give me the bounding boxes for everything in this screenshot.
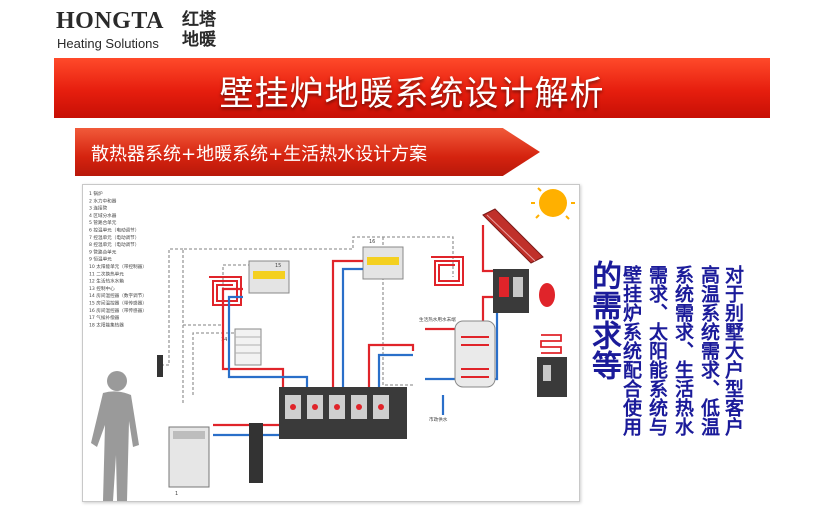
legend-item: 4 区域分水器 (89, 212, 117, 219)
legend-item: 8 控温单元（电动调节） (89, 241, 139, 248)
side-text-column-5: 壁挂炉系统配合使用 (620, 265, 642, 436)
svg-text:14: 14 (221, 337, 227, 343)
system-diagram-svg: 1 锅炉 2 水力中和器 3 连接管 4 区域分水器 5 管路合单元 6 控温单… (89, 181, 575, 501)
legend-item: 13 控制中心 (89, 285, 115, 292)
wall-hung-boiler: 1 (168, 426, 210, 497)
subtitle-text: 散热器系统+地暖系统+生活热水设计方案 (91, 144, 428, 165)
distribution-manifold (279, 387, 407, 439)
hot-water-tank: 生活热水用水末端 (419, 316, 496, 388)
legend-item: 9 管路合单元 (89, 248, 117, 255)
legend-item: 17 气候补偿器 (89, 314, 120, 321)
logo-brand-name: HONGTA (56, 8, 164, 34)
sun-icon (531, 181, 575, 220)
faucet-label: 市政供水 (429, 416, 448, 423)
subtitle-banner: 散热器系统+地暖系统+生活热水设计方案 (75, 128, 540, 176)
svg-text:16: 16 (369, 239, 375, 245)
hydraulic-separator (249, 423, 263, 483)
title-bar: 壁挂炉地暖系统设计解析 (54, 58, 770, 118)
side-text-column-2: 高温系统需求、低温 (698, 265, 720, 436)
expansion-tank (539, 283, 555, 307)
legend-item: 11 二次换热单元 (89, 270, 124, 277)
thermostat-unit: 15 (248, 260, 290, 294)
legend-item: 16 房间温控器（带传感器） (89, 307, 147, 314)
logo-chinese-name: 红塔地暖 (182, 10, 216, 50)
logo-tagline: Heating Solutions (57, 36, 159, 51)
svg-text:1: 1 (175, 491, 178, 497)
radiator: 14 (221, 328, 262, 366)
side-text-column-3: 系统需求、生活热水 (672, 265, 694, 436)
legend-item: 3 连接管 (89, 205, 108, 212)
side-text-column-1: 对于别墅大户型客户 (722, 265, 744, 436)
solar-collector (482, 208, 544, 264)
climate-compensator-icon (157, 355, 163, 377)
legend-item: 12 生活热水水箱 (89, 278, 124, 285)
diagram-legend: 1 锅炉 2 水力中和器 3 连接管 4 区域分水器 5 管路合单元 6 控温单… (89, 190, 147, 328)
side-text-column-6: 的需求等 (586, 260, 621, 380)
svg-text:15: 15 (275, 263, 281, 269)
legend-item: 18 太阳能集热器 (89, 321, 124, 328)
legend-item: 10 太阳能单元（带控制器） (89, 263, 147, 270)
person-silhouette-icon (91, 371, 139, 501)
legend-item: 14 房间温控器（数字调节） (89, 292, 147, 299)
legend-item: 15 房间温控器（带传感器） (89, 300, 147, 307)
tank-outlet-label: 生活热水用水末端 (419, 316, 456, 323)
legend-item: 6 控温单元（电动调节） (89, 227, 139, 234)
legend-item: 2 水力中和器 (89, 197, 117, 204)
legend-item: 9 恒温单元 (89, 256, 112, 263)
solar-unit (493, 269, 529, 313)
legend-item: 1 锅炉 (89, 190, 103, 197)
thermostat-unit: 16 (362, 239, 404, 280)
underfloor-heating-loops (209, 256, 464, 306)
page-title: 壁挂炉地暖系统设计解析 (219, 74, 605, 114)
legend-item: 7 控温单元（电动调节） (89, 234, 139, 241)
heat-exchanger-unit (537, 334, 567, 397)
system-diagram: 1 锅炉 2 水力中和器 3 连接管 4 区域分水器 5 管路合单元 6 控温单… (82, 181, 580, 502)
control-wiring (159, 236, 454, 403)
side-text-column-4: 需求、太阳能系统与 (646, 265, 668, 436)
legend-item: 5 管路合单元 (89, 219, 117, 226)
